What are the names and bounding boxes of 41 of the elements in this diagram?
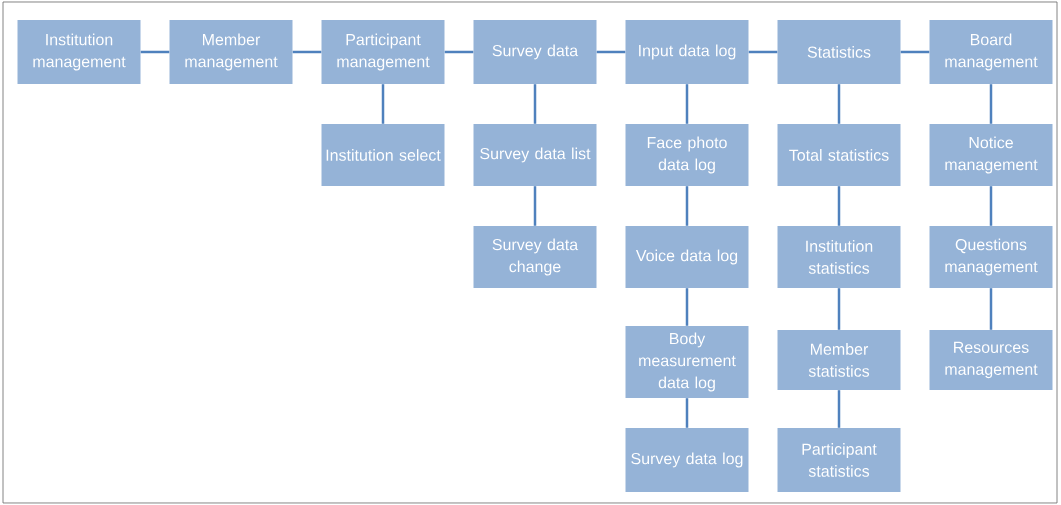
- process-box: Institution select: [321, 124, 445, 186]
- connector-line: [900, 50, 930, 54]
- process-box: Survey data: [473, 20, 597, 84]
- connector-line: [837, 186, 841, 226]
- connector-line: [685, 288, 689, 326]
- connector-line: [292, 50, 322, 54]
- connector-line: [837, 390, 841, 428]
- process-box: Face photo data log: [625, 124, 749, 186]
- process-box: Institution management: [17, 20, 141, 84]
- process-box: Participant statistics: [777, 428, 901, 492]
- process-box: Voice data log: [625, 226, 749, 288]
- connector-line: [533, 84, 537, 124]
- connector-line: [989, 288, 993, 330]
- process-box: Statistics: [777, 20, 901, 84]
- process-box: Input data log: [625, 20, 749, 84]
- process-box: Member statistics: [777, 330, 901, 390]
- process-box: Member management: [169, 20, 293, 84]
- connector-line: [989, 186, 993, 226]
- process-box: Questions management: [929, 226, 1053, 288]
- connector-line: [685, 84, 689, 124]
- process-box: Survey data list: [473, 124, 597, 186]
- connector-line: [140, 50, 170, 54]
- connector-line: [685, 186, 689, 226]
- process-box: Institution statistics: [777, 226, 901, 288]
- connector-line: [837, 84, 841, 124]
- connector-line: [989, 84, 993, 124]
- connector-line: [533, 186, 537, 226]
- process-box: Resources management: [929, 330, 1053, 390]
- connector-line: [837, 288, 841, 330]
- process-box: Body measurement data log: [625, 326, 749, 398]
- connector-line: [381, 84, 385, 124]
- process-box: Notice management: [929, 124, 1053, 186]
- process-box: Board management: [929, 20, 1053, 84]
- connector-line: [444, 50, 474, 54]
- connector-line: [685, 398, 689, 428]
- connector-line: [596, 50, 626, 54]
- connector-line: [748, 50, 778, 54]
- process-box: Survey data log: [625, 428, 749, 492]
- process-box: Participant management: [321, 20, 445, 84]
- process-box: Total statistics: [777, 124, 901, 186]
- process-box: Survey data change: [473, 226, 597, 288]
